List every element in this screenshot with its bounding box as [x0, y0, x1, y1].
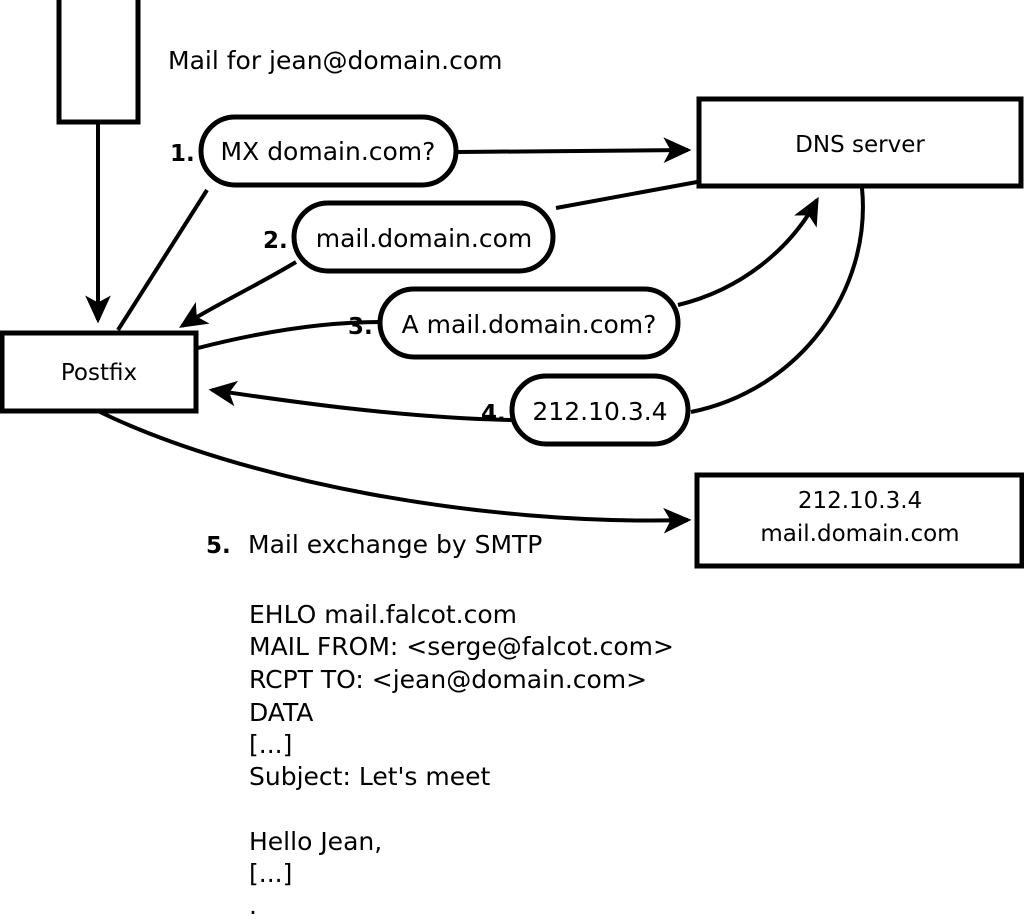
node-postfix-box[interactable]: [0, 330, 199, 414]
node-postfix-label: Postfix: [61, 360, 137, 386]
node-target-box[interactable]: [694, 472, 1024, 569]
bubble-step3-label: A mail.domain.com?: [402, 310, 657, 339]
smtp-line-6: Subject: Let's meet: [249, 762, 490, 791]
connector-step3-postfix-to-bubble: [197, 320, 381, 350]
smtp-line-1: EHLO mail.falcot.com: [249, 600, 517, 629]
bubble-step3[interactable]: [377, 286, 681, 360]
connector-step1-postfix-to-bubble: [116, 188, 209, 332]
node-target-label-ip: 212.10.3.4: [798, 488, 922, 514]
smtp-line-5: [...]: [249, 730, 292, 759]
smtp-line-4: DATA: [249, 698, 313, 727]
node-target-label-host: mail.domain.com: [760, 521, 959, 547]
bubble-step2-label: mail.domain.com: [316, 224, 532, 253]
connector-step2-dns-to-bubble: [555, 180, 698, 210]
step-number-5: 5.: [206, 533, 231, 559]
bubble-step2[interactable]: [291, 200, 556, 274]
step-number-2: 2.: [263, 228, 288, 254]
connector-step4-bubble-to-postfix: [208, 380, 513, 422]
connector-step1-bubble-to-dns: [457, 137, 692, 164]
connector-step2-bubble-to-postfix: [179, 260, 298, 328]
smtp-line-2: MAIL FROM: <serge@falcot.com>: [249, 632, 674, 661]
bubble-step4[interactable]: [509, 373, 691, 447]
node-dns-label: DNS server: [795, 132, 925, 158]
step-number-3: 3.: [348, 314, 373, 340]
node-dns-box[interactable]: [696, 96, 1024, 189]
bubble-step1-label: MX domain.com?: [221, 137, 436, 166]
bubble-step1[interactable]: [198, 114, 459, 188]
connector-step3-bubble-to-dns: [677, 196, 819, 307]
step-5-label: Mail exchange by SMTP: [248, 530, 542, 559]
bubble-step4-label: 212.10.3.4: [532, 397, 667, 426]
smtp-line-8: [...]: [249, 859, 292, 888]
step-number-1: 1.: [170, 141, 195, 167]
smtp-line-3: RCPT TO: <jean@domain.com>: [249, 665, 647, 694]
smtp-line-9: .: [249, 891, 257, 919]
step-number-4: 4.: [481, 401, 506, 427]
connector-step5-postfix-to-target: [99, 410, 692, 534]
smtp-line-7: Hello Jean,: [249, 827, 382, 856]
node-client-box[interactable]: [56, 0, 141, 125]
connector-step4-dns-to-bubble: [690, 187, 865, 414]
mail-for-note: Mail for jean@domain.com: [168, 46, 503, 75]
